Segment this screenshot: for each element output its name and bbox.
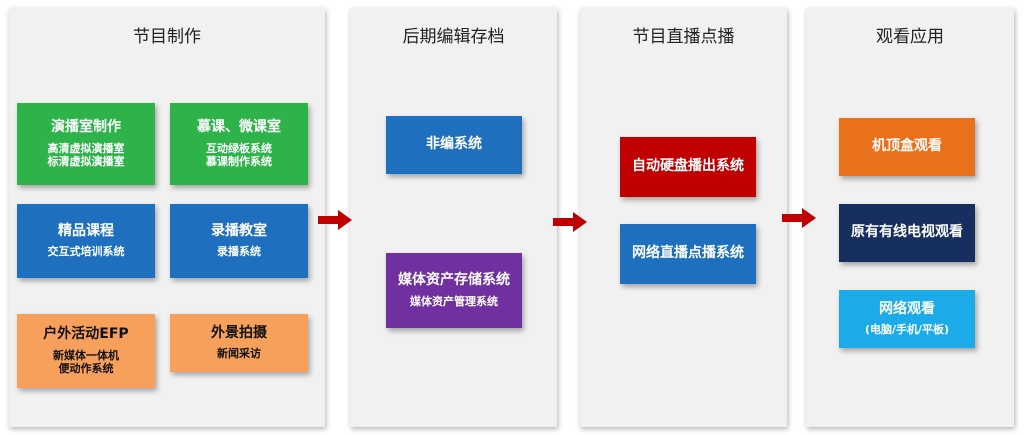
box-media-asset-storage: 媒体资产存储系统 媒体资产管理系统 xyxy=(386,253,522,328)
box-network-live-vod: 网络直播点播系统 xyxy=(620,224,756,284)
box-outdoor-shooting-title: 外景拍摄 xyxy=(211,324,267,341)
flow-arrow-icon xyxy=(553,212,587,232)
box-mooc-room-line-2: 慕课制作系统 xyxy=(206,155,272,169)
panel-title-production: 节目制作 xyxy=(133,27,201,47)
box-network-viewing-title: 网络观看 xyxy=(879,300,935,317)
panel-post-editing: 后期编辑存档 xyxy=(350,8,557,427)
box-media-asset-storage-title: 媒体资产存储系统 xyxy=(398,272,510,289)
box-network-live-vod-title: 网络直播点播系统 xyxy=(632,245,744,262)
panel-title-post-editing: 后期编辑存档 xyxy=(402,27,505,47)
box-mooc-room-line-1: 互动绿板系统 xyxy=(206,141,272,155)
box-studio-production: 演播室制作 高清虚拟演播室 标清虚拟演播室 xyxy=(17,103,155,185)
box-outdoor-efp-line-1: 新媒体一体机 xyxy=(53,348,119,362)
box-quality-course-line-1: 交互式培训系统 xyxy=(47,245,125,259)
box-media-asset-storage-line-1: 媒体资产管理系统 xyxy=(410,294,498,308)
box-nonlinear-editing-title: 非编系统 xyxy=(426,136,482,153)
flow-arrow-icon xyxy=(782,208,816,228)
box-network-viewing: 网络观看 (电脑/手机/平板) xyxy=(839,290,975,348)
flow-arrow-icon xyxy=(318,210,352,230)
box-outdoor-efp-line-2: 便动作系统 xyxy=(58,362,114,376)
box-auto-disk-playout: 自动硬盘播出系统 xyxy=(620,137,756,197)
panel-title-broadcast: 节目直播点播 xyxy=(632,27,735,47)
box-mooc-room-title: 慕课、微课室 xyxy=(197,119,281,135)
box-auto-disk-playout-title: 自动硬盘播出系统 xyxy=(632,158,744,175)
box-nonlinear-editing: 非编系统 xyxy=(386,116,522,174)
box-studio-production-title: 演播室制作 xyxy=(51,119,121,135)
box-mooc-room: 慕课、微课室 互动绿板系统 慕课制作系统 xyxy=(170,103,308,185)
panel-title-viewing: 观看应用 xyxy=(876,27,944,47)
panel-broadcast: 节目直播点播 xyxy=(580,8,787,427)
box-recording-classroom-line-1: 录播系统 xyxy=(217,245,261,259)
box-quality-course: 精品课程 交互式培训系统 xyxy=(17,204,155,278)
box-cable-tv-viewing: 原有有线电视观看 xyxy=(839,204,975,262)
box-set-top-box-viewing: 机顶盒观看 xyxy=(839,118,975,176)
box-set-top-box-viewing-title: 机顶盒观看 xyxy=(872,138,942,155)
box-recording-classroom: 录播教室 录播系统 xyxy=(170,204,308,278)
box-outdoor-shooting-line-1: 新闻采访 xyxy=(217,347,261,361)
box-recording-classroom-title: 录播教室 xyxy=(211,222,267,239)
box-cable-tv-viewing-title: 原有有线电视观看 xyxy=(851,224,963,241)
box-outdoor-efp: 户外活动EFP 新媒体一体机 便动作系统 xyxy=(17,314,155,388)
box-studio-production-line-2: 标清虚拟演播室 xyxy=(47,155,125,169)
box-network-viewing-line-1: (电脑/手机/平板) xyxy=(864,323,950,337)
box-outdoor-efp-title: 户外活动EFP xyxy=(43,326,129,342)
box-studio-production-line-1: 高清虚拟演播室 xyxy=(47,141,125,155)
box-quality-course-title: 精品课程 xyxy=(58,222,114,239)
box-outdoor-shooting: 外景拍摄 新闻采访 xyxy=(170,314,308,372)
